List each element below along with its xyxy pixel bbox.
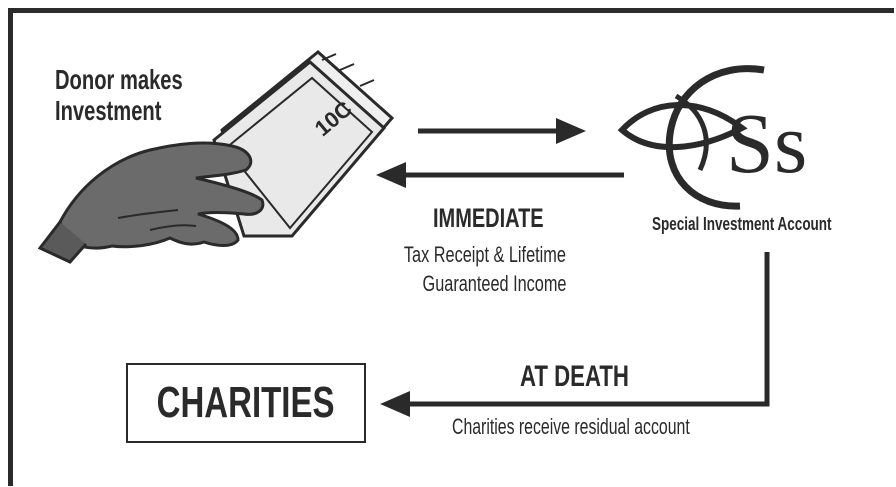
residual-label: Charities receive residual account <box>452 414 782 440</box>
immediate-label: IMMEDIATE <box>433 203 583 234</box>
at-death-label: AT DEATH <box>520 360 667 394</box>
arrow-account-to-donor <box>376 162 624 188</box>
logo-letters: Ss <box>726 95 807 191</box>
charities-label: CHARITIES <box>157 378 335 428</box>
arrow-donor-to-account <box>418 118 586 144</box>
ciss-logo: Ss <box>622 69 807 206</box>
charities-box: CHARITIES <box>126 363 366 443</box>
hand-shape <box>40 143 263 262</box>
account-label: Special Investment Account <box>652 214 891 235</box>
